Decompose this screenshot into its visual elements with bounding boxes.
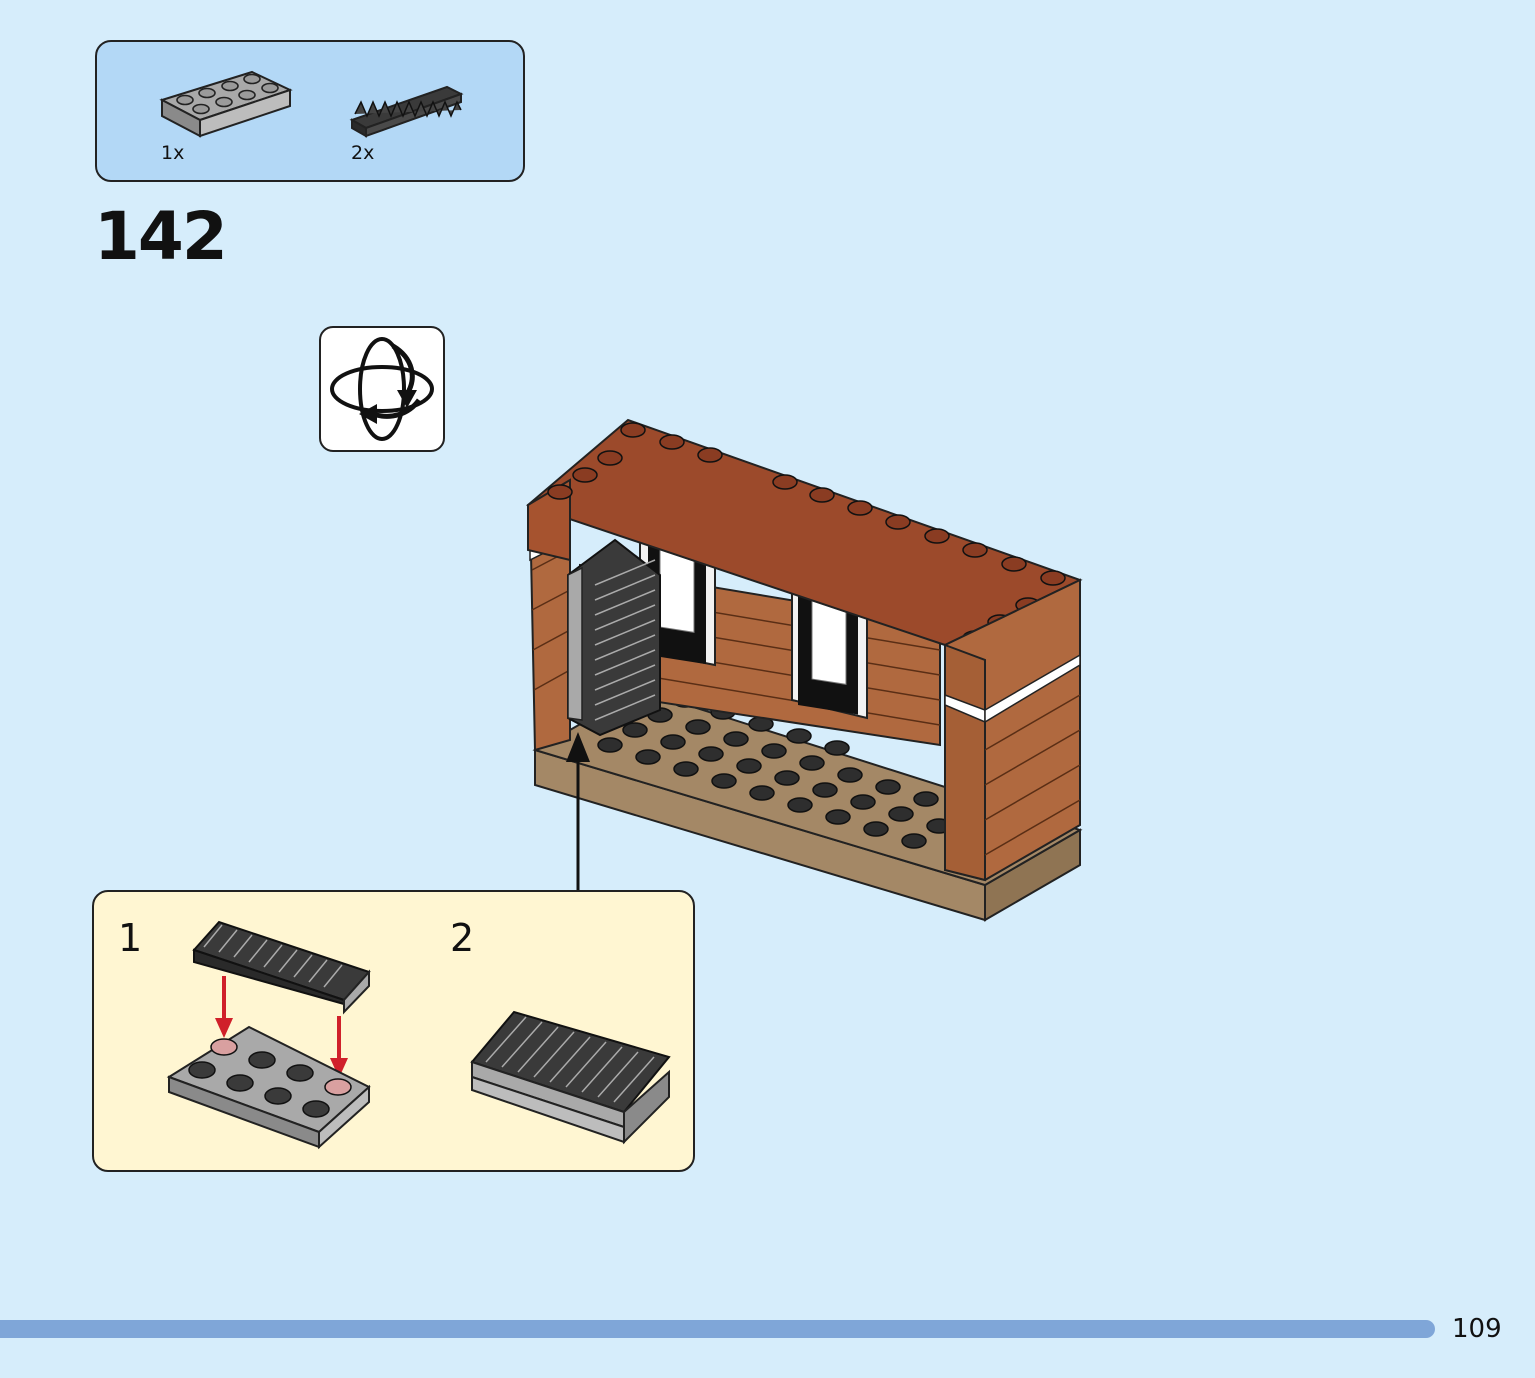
page-number: 109 <box>1452 1314 1502 1344</box>
sub2-result-icon <box>470 1010 671 1145</box>
footer-bar <box>0 1320 1435 1338</box>
parts-list-box: 1x 2x <box>95 40 525 182</box>
sub-step-2-number: 2 <box>450 916 475 960</box>
sub1-plate-icon <box>166 1025 371 1150</box>
grille-slope-icon <box>349 85 464 138</box>
parts-illustration <box>159 70 464 138</box>
rotate-model-icon <box>330 337 434 441</box>
part-qty-plate: 1x <box>161 142 185 164</box>
main-model-illustration <box>526 418 1083 922</box>
base-studs <box>597 692 952 849</box>
sub-step-1-number: 1 <box>118 916 143 960</box>
sub1-grille-icon <box>192 920 371 1015</box>
rotate-model-box <box>319 326 445 452</box>
sub1-red-arrows <box>215 976 348 1078</box>
grille-assembly <box>567 538 661 737</box>
plate-2x4-icon <box>159 70 293 138</box>
step-number: 142 <box>94 198 228 275</box>
sub-assembly-box: 1 2 <box>92 890 695 1172</box>
part-qty-grille: 2x <box>351 142 375 164</box>
sub-assembly-illustration <box>166 920 671 1150</box>
